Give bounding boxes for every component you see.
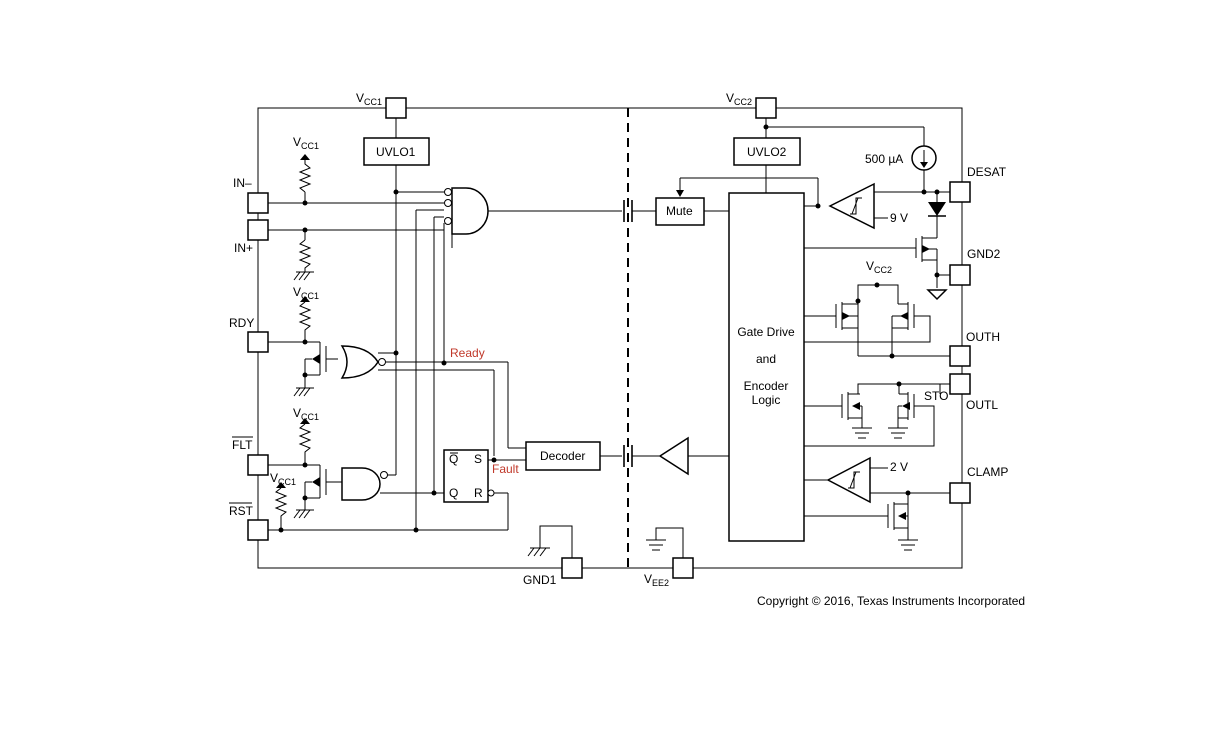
- sto-label: STO: [924, 389, 948, 403]
- label-vcc1-pullup-3: VCC1: [293, 406, 319, 422]
- label-in-plus: IN+: [234, 241, 253, 255]
- clamp-ref-label: 2 V: [890, 460, 908, 474]
- desat-ref-label: 9 V: [890, 211, 908, 225]
- label-outl: OUTL: [966, 398, 998, 412]
- fault-buffer: [658, 436, 689, 476]
- current-source-label: 500 µA: [865, 152, 903, 166]
- label-gnd1: GND1: [523, 573, 557, 587]
- pin-vcc1: [385, 97, 407, 119]
- decoder-block: [525, 441, 601, 471]
- label-vcc1-pullup-1: VCC1: [293, 135, 319, 151]
- pin-outl: [949, 373, 971, 395]
- uvlo1-block: [363, 137, 430, 166]
- ff-qbar-label: Q: [449, 452, 458, 466]
- label-clamp: CLAMP: [967, 465, 1008, 479]
- gate-drive-label-4: Logic: [752, 393, 781, 407]
- copyright: Copyright © 2016, Texas Instruments Inco…: [757, 594, 1025, 608]
- label-vcc1-pullup-4: VCC1: [270, 471, 296, 487]
- resistor: [298, 301, 312, 342]
- pin-in-minus: [247, 192, 269, 214]
- resistor: [298, 423, 312, 465]
- label-vcc1: VCC1: [356, 91, 382, 107]
- uvlo2-block: [733, 137, 801, 166]
- pin-outh: [949, 345, 971, 367]
- gate-drive-block: [728, 192, 805, 542]
- ready-label: Ready: [450, 346, 485, 360]
- label-vcc1-pullup-2: VCC1: [293, 285, 319, 301]
- mute-label: Mute: [666, 204, 693, 218]
- decoder-label: Decoder: [540, 449, 585, 463]
- label-in-minus: IN–: [233, 176, 252, 190]
- label-vee2: VEE2: [644, 572, 669, 588]
- ff-q-label: Q: [449, 486, 458, 500]
- resistor: [298, 160, 312, 193]
- fault-label: Fault: [492, 462, 519, 476]
- pin-vee2: [672, 557, 694, 579]
- pin-desat: [949, 181, 971, 203]
- uvlo2-label: UVLO2: [747, 145, 787, 159]
- ff-s-label: S: [474, 452, 482, 466]
- and-gate: [451, 187, 489, 235]
- pin-in-plus: [247, 219, 269, 241]
- pin-gnd1: [561, 557, 583, 579]
- or-gate: [340, 345, 379, 379]
- resistor: [298, 239, 312, 272]
- label-gnd2: GND2: [967, 247, 1001, 261]
- ff-r-label: R: [474, 486, 483, 500]
- resistor: [274, 487, 288, 530]
- gate-drive-label-1: Gate Drive: [737, 325, 795, 339]
- label-desat: DESAT: [967, 165, 1007, 179]
- label-outh: OUTH: [966, 330, 1000, 344]
- pin-flt: [247, 454, 269, 476]
- desat-diode: [928, 202, 946, 216]
- pin-rdy: [247, 331, 269, 353]
- label-rdy: RDY: [229, 316, 254, 330]
- clamp-comparator: [826, 456, 871, 504]
- desat-comparator: [828, 182, 875, 230]
- sr-flipflop: [443, 449, 489, 503]
- mute-block: [655, 197, 705, 226]
- label-vcc2: VCC2: [726, 91, 752, 107]
- gate-drive-label-3: Encoder: [744, 379, 789, 393]
- pin-clamp: [949, 482, 971, 504]
- uvlo1-label: UVLO1: [376, 145, 416, 159]
- pin-vcc2: [755, 97, 777, 119]
- pin-gnd2: [949, 264, 971, 286]
- label-rst: RST: [229, 504, 254, 518]
- pin-rst: [247, 519, 269, 541]
- label-vcc2-inner: VCC2: [866, 259, 892, 275]
- label-flt: FLT: [232, 438, 253, 452]
- nand-gate: [341, 467, 381, 501]
- gate-drive-label-2: and: [756, 352, 776, 366]
